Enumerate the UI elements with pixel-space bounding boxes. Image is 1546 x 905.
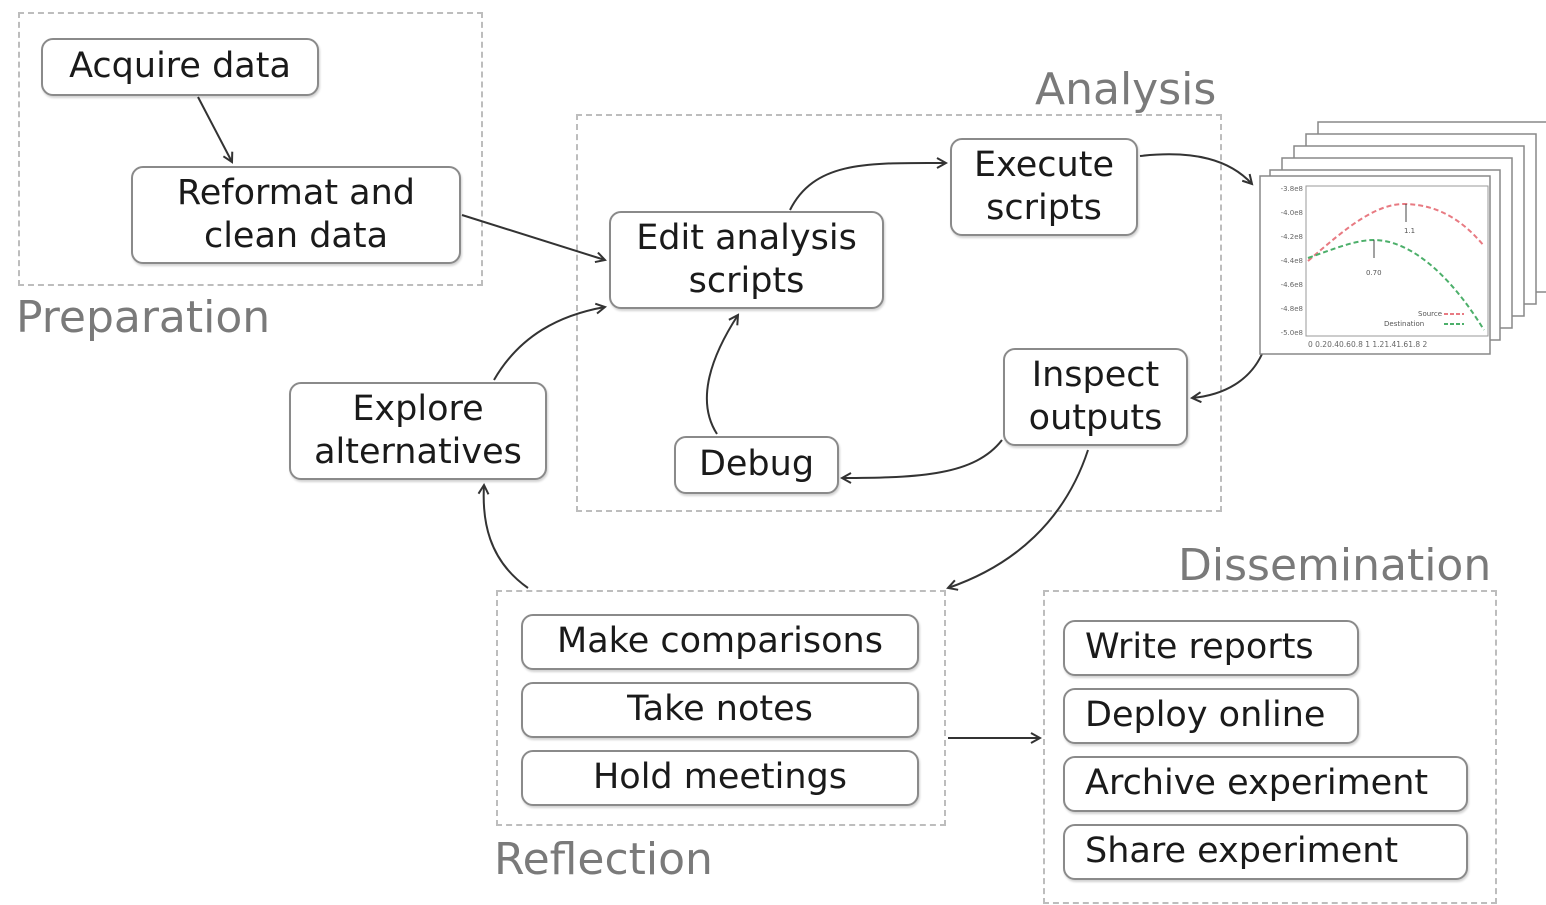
plot-y-tick: -3.8e8 (1281, 185, 1303, 193)
hold-meetings-item: Hold meetings (521, 750, 919, 806)
plot-y-tick: -4.4e8 (1281, 257, 1303, 265)
dissemination-label: Dissemination (1178, 540, 1492, 591)
plot-annotation: 1.1 (1404, 227, 1415, 235)
plot-legend-source: Source (1418, 310, 1442, 318)
plot-destination-curve (1307, 238, 1485, 331)
arrow-debug-to-edit (705, 315, 738, 435)
share-experiment-item: Share experiment (1063, 824, 1468, 880)
preparation-label: Preparation (16, 292, 271, 343)
arrow-plot-to-inspect (1192, 353, 1263, 398)
plot-y-tick: -4.0e8 (1281, 209, 1303, 217)
output-plots-stack: -3.8e8 -4.0e8 -4.2e8 -4.4e8 -4.6e8 -4.8e… (1259, 121, 1546, 355)
reformat-clean-data-node: Reformat and clean data (131, 166, 461, 264)
arrow-execute-to-plot (1139, 153, 1252, 184)
arrow-edit-to-execute (789, 163, 946, 211)
plot-x-ticks: 0 0.20.40.60.8 1 1.21.41.61.8 2 (1308, 340, 1427, 349)
take-notes-item: Take notes (521, 682, 919, 738)
plot-y-tick: -4.6e8 (1281, 281, 1303, 289)
inspect-outputs-node: Inspect outputs (1003, 348, 1188, 446)
plot-y-tick: -5.0e8 (1281, 329, 1303, 337)
arrow-acquire-to-reformat (197, 96, 232, 162)
arrow-reflection-to-explore (484, 485, 529, 589)
plot-legend-destination: Destination (1384, 320, 1424, 328)
plot-annotation: 0.70 (1366, 269, 1382, 277)
reflection-label: Reflection (494, 834, 713, 885)
arrow-inspect-to-debug (842, 439, 1003, 478)
plot-y-tick: -4.8e8 (1281, 305, 1303, 313)
acquire-data-node: Acquire data (41, 38, 319, 96)
execute-scripts-node: Execute scripts (950, 138, 1138, 236)
debug-node: Debug (674, 436, 839, 494)
explore-alternatives-node: Explore alternatives (289, 382, 547, 480)
archive-experiment-item: Archive experiment (1063, 756, 1468, 812)
deploy-online-item: Deploy online (1063, 688, 1359, 744)
dissemination-region (1043, 590, 1497, 904)
edit-analysis-scripts-node: Edit analysis scripts (609, 211, 884, 309)
arrow-explore-to-edit (493, 307, 605, 381)
make-comparisons-item: Make comparisons (521, 614, 919, 670)
analysis-label: Analysis (1035, 64, 1217, 115)
arrow-inspect-to-reflection (948, 449, 1089, 588)
reflection-region (496, 590, 946, 826)
plot-source-curve (1307, 202, 1485, 262)
write-reports-item: Write reports (1063, 620, 1359, 676)
arrow-reformat-to-edit (461, 214, 605, 260)
plot-y-tick: -4.2e8 (1281, 233, 1303, 241)
preparation-region (18, 12, 483, 286)
